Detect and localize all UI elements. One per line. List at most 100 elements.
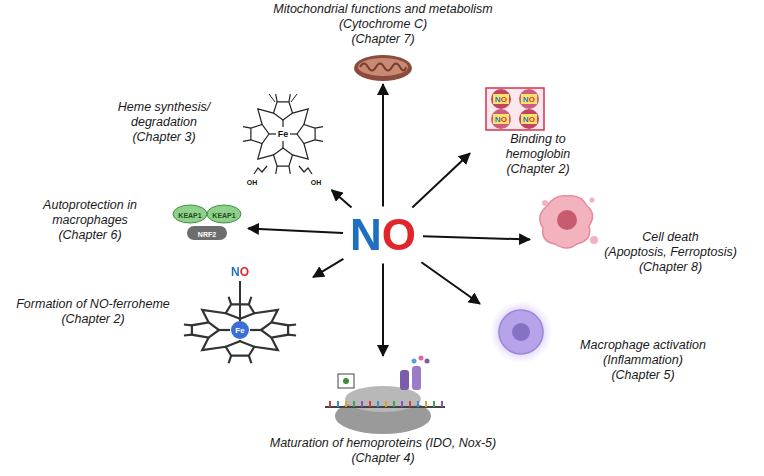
protein-dot	[419, 356, 424, 361]
vinyl-group	[269, 94, 275, 102]
concept-node: Macrophage activation(Inflammation)(Chap…	[480, 300, 736, 390]
text-region: Macrophage activation(Inflammation)(Chap…	[550, 338, 736, 383]
globin-subunit	[491, 89, 511, 109]
arrow-connector	[382, 264, 384, 357]
ferroheme-structure	[184, 281, 296, 363]
text-region: Autoprotection in macrophages(Chapter 6)	[42, 198, 138, 243]
propionate-chain	[254, 166, 267, 174]
concept-node: Heme synthesis/ degradation(Chapter 3)	[110, 86, 335, 190]
arrow-connector	[332, 190, 352, 208]
substituent	[184, 323, 192, 326]
keap1-shape	[207, 205, 241, 223]
pyrrole-ring	[261, 322, 288, 337]
substituent	[276, 166, 277, 174]
no-tag	[493, 94, 509, 104]
mito-outer	[354, 55, 412, 81]
cell-fragment	[590, 198, 595, 203]
pyrrole-ring	[226, 341, 255, 356]
node-label: Autoprotection in macrophages	[42, 198, 138, 228]
meso-bridge	[258, 109, 274, 125]
substituent	[288, 323, 296, 326]
dying-cell-icon	[540, 196, 598, 248]
macrophage-glow	[489, 300, 553, 364]
icon-label: Fe	[235, 327, 244, 335]
node-label: (Chapter 5)	[550, 368, 736, 383]
node-label: Cell death	[585, 230, 756, 245]
icon-label: NO	[495, 96, 507, 104]
pyrrole-ring	[226, 304, 255, 319]
meso-bridge	[258, 144, 274, 160]
ribosome-small	[345, 386, 421, 412]
macrophage-icon	[489, 300, 553, 364]
codon-tick	[409, 401, 411, 407]
icon-label: NRF2	[198, 230, 216, 237]
fe-n-bond	[250, 329, 261, 331]
globin-subunit	[519, 89, 539, 109]
concept-node: Formation of NO-ferroheme(Chapter 2)	[8, 262, 313, 387]
meso-bridge	[293, 109, 309, 125]
codon-tick	[337, 401, 339, 407]
substituent	[315, 127, 323, 128]
substituent	[249, 356, 252, 364]
text-region: Mitochondrial functions and metabolism(C…	[258, 2, 508, 47]
codon-tick	[377, 401, 379, 407]
meso-bridge	[202, 310, 226, 323]
substituent	[276, 94, 277, 102]
codon-tick	[329, 401, 331, 407]
heme-glyph	[338, 374, 354, 388]
node-label: Maturation of hemoproteins (IDO, Nox-5)	[250, 436, 516, 451]
globin-subunit	[519, 109, 539, 129]
substituent	[243, 127, 251, 128]
meso-bridge	[254, 310, 278, 323]
concept-node: Maturation of hemoproteins (IDO, Nox-5)(…	[250, 356, 516, 474]
node-label: (Chapter 2)	[478, 162, 598, 177]
no-tag	[521, 114, 537, 124]
arrow-connector	[423, 236, 530, 239]
concept-node: Mitochondrial functions and metabolism(C…	[258, 2, 508, 84]
substituent	[184, 334, 192, 337]
nrf2-shape	[187, 226, 227, 240]
pyrrole-ring	[297, 125, 315, 144]
text-region: NO	[350, 212, 416, 258]
text-region: Maturation of hemoproteins (IDO, Nox-5)(…	[250, 436, 516, 466]
codon-tick	[353, 401, 355, 407]
codon-tick	[417, 401, 419, 407]
codon-tick	[433, 401, 435, 407]
node-label: (Inflammation)	[550, 353, 736, 368]
cell-fragment	[542, 200, 548, 206]
hemoglobin-frame	[486, 88, 544, 130]
ribosome-icon	[325, 356, 445, 435]
substituent	[229, 297, 232, 305]
fe-n-bond	[282, 141, 283, 148]
molecule-label: NO	[350, 212, 416, 258]
codon-tick	[393, 401, 395, 407]
node-label: Macrophage activation	[550, 338, 736, 353]
arrow-connector	[382, 84, 384, 207]
substituent	[229, 356, 232, 364]
fe-n-bond	[239, 319, 241, 320]
node-label: (Chapter 6)	[42, 228, 138, 243]
mito-inner	[358, 58, 408, 76]
icon-label: NO	[523, 116, 535, 124]
heme-structure	[243, 94, 323, 174]
arrow-connector	[412, 153, 470, 207]
keap1-shape	[173, 205, 207, 223]
icon-label: OH	[311, 179, 322, 186]
codon-tick	[425, 401, 427, 407]
node-label: (Chapter 2)	[8, 312, 178, 327]
codon-tick	[401, 401, 403, 407]
codon-tick	[369, 401, 371, 407]
node-label: Binding to hemoglobin	[478, 132, 598, 162]
pyrrole-ring	[274, 148, 293, 166]
arrow-connector	[421, 262, 480, 304]
no-tag	[493, 114, 509, 124]
substituent	[289, 94, 290, 102]
node-label: Mitochondrial functions and metabolism	[258, 2, 508, 17]
pyrrole-ring	[192, 322, 219, 337]
protein-chain	[400, 370, 409, 390]
mitochondrion-icon	[354, 55, 412, 81]
macrophage-body	[499, 310, 543, 354]
text-region: Binding to hemoglobin(Chapter 2)	[478, 132, 598, 177]
codon-tick	[345, 401, 347, 407]
